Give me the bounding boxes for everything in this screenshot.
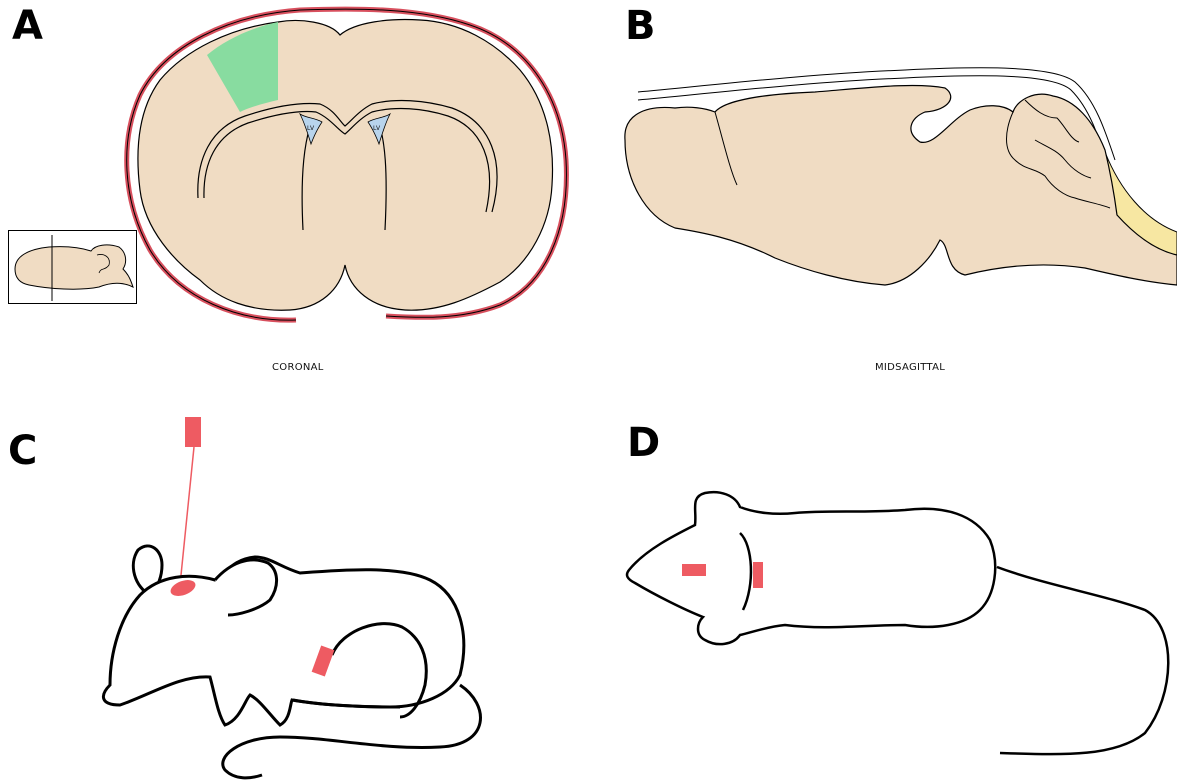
- panel-d-mouse-top: D: [605, 395, 1177, 784]
- electrode-connector: [185, 417, 201, 447]
- ventricle-label-right: LV: [373, 125, 380, 132]
- panel-a-coronal: A LV LV CORONAL: [0, 0, 600, 390]
- coronal-brain-diagram: [0, 0, 600, 390]
- coronal-view-label: CORONAL: [272, 362, 324, 373]
- coronal-inset-box: [8, 230, 137, 304]
- neck-electrode-mark-top: [753, 562, 763, 588]
- ventricle-label-left: LV: [307, 125, 314, 132]
- sagittal-view-label: MIDSAGITTAL: [875, 362, 945, 373]
- mouse-side-diagram: [0, 395, 600, 784]
- inset-brain-sketch: [9, 231, 136, 303]
- sagittal-brain-tissue: [625, 85, 1177, 285]
- head-electrode-mark-top: [682, 564, 706, 576]
- mouse-top-diagram: [605, 395, 1177, 784]
- panel-b-midsagittal: B MIDSAGITTAL: [605, 0, 1177, 390]
- sagittal-brain-diagram: [605, 0, 1177, 390]
- panel-c-mouse-side: C: [0, 395, 600, 784]
- coronal-brain-tissue: [138, 20, 553, 311]
- mouse-side-body: [103, 557, 463, 725]
- mouse-top-tail: [997, 567, 1168, 754]
